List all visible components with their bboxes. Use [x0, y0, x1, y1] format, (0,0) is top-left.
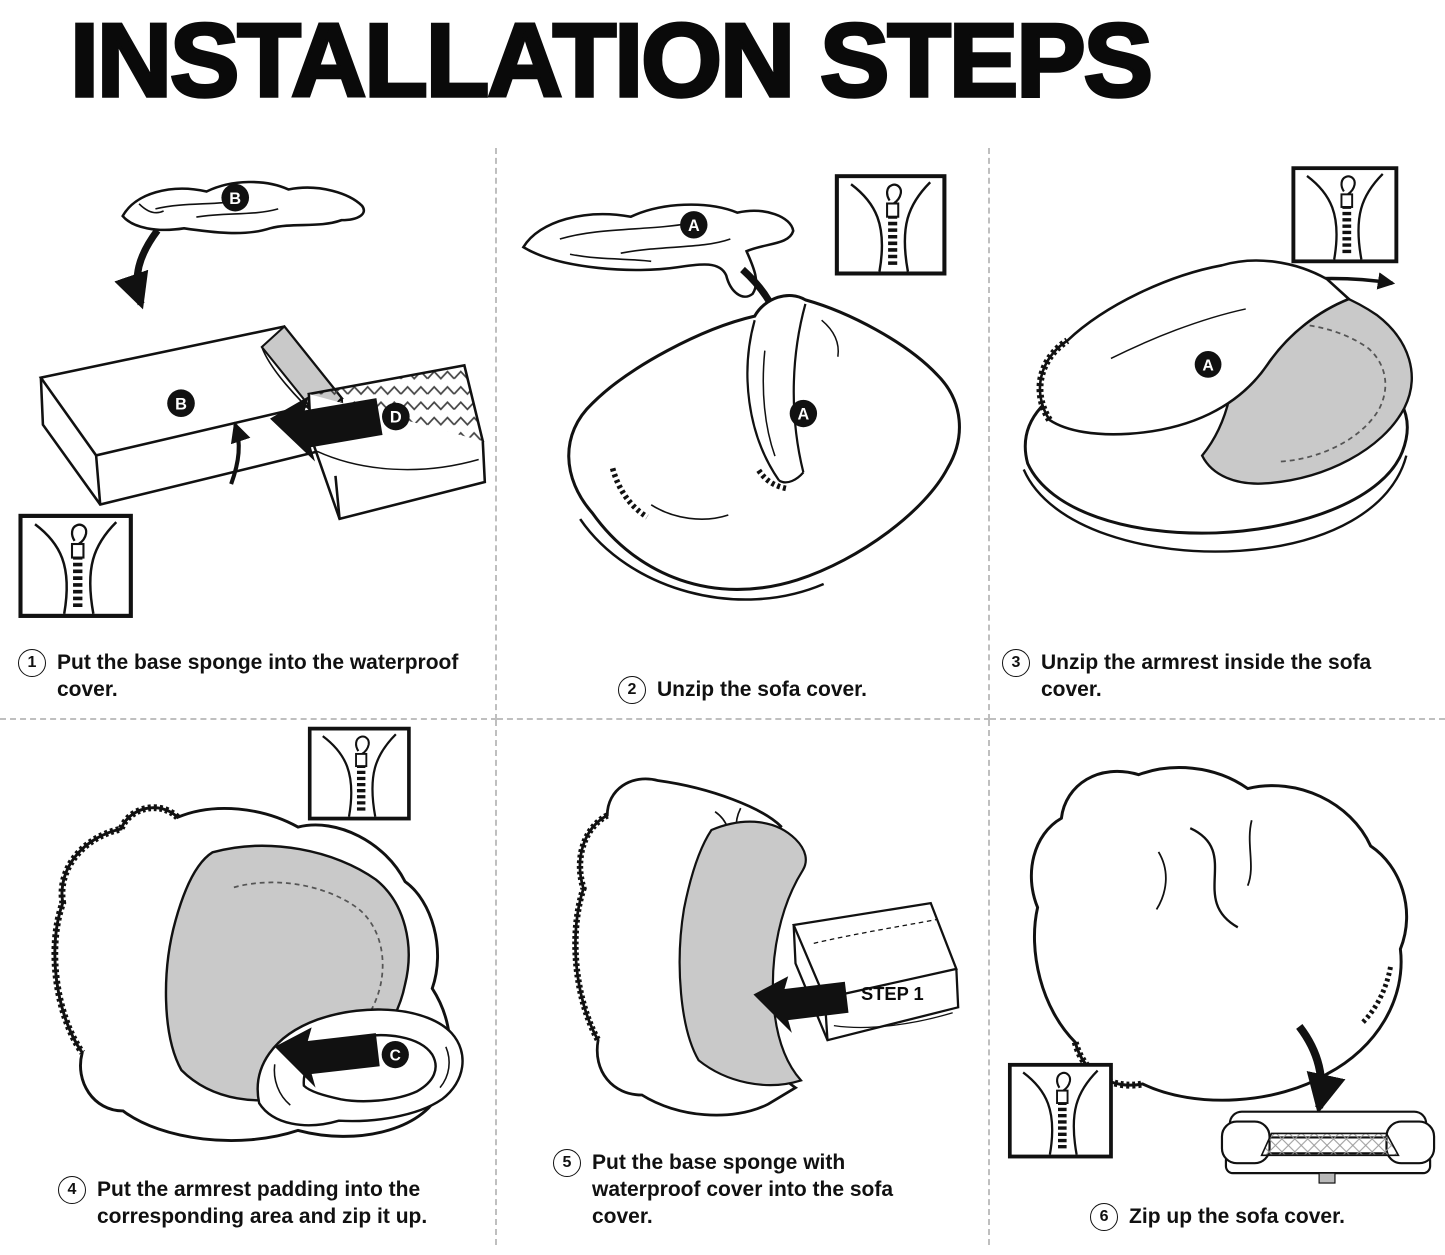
sofa-cover-closed	[1029, 766, 1409, 1102]
svg-text:A: A	[688, 217, 700, 235]
step-2-panel: A A 2	[497, 148, 990, 721]
step-number-badge: 5	[553, 1149, 581, 1178]
step-4-panel: C 4 Put the armrest padding into the cor…	[0, 720, 497, 1246]
zipper-detail-inset	[1293, 168, 1396, 261]
svg-text:C: C	[390, 1047, 401, 1064]
step-3-illustration: A	[1022, 152, 1413, 553]
label-circle-a-fabric: A	[680, 211, 708, 239]
svg-text:STEP 1: STEP 1	[861, 983, 924, 1004]
step-4-caption-row: 4 Put the armrest padding into the corre…	[2, 1171, 493, 1245]
label-circle-b-fabric: B	[221, 183, 250, 212]
zipper-teeth	[1360, 966, 1393, 1025]
step-3-panel: A 3 Unzip the armrest inside the sofa co…	[990, 148, 1445, 721]
step-caption: Unzip the sofa cover.	[656, 678, 868, 702]
step-5-illustration: STEP 1	[572, 777, 960, 1117]
push-arrow-step1: STEP 1	[753, 976, 924, 1033]
insert-arrow-icon	[114, 228, 161, 310]
step-caption: Put the armrest padding into the corresp…	[97, 1178, 428, 1229]
zipper-teeth	[756, 468, 788, 492]
sofa-cover-fabric	[521, 203, 795, 298]
steps-grid: B B	[0, 148, 1445, 1246]
svg-text:A: A	[1202, 357, 1214, 374]
label-circle-a-armrest: A	[1194, 351, 1222, 378]
step-number-badge: 2	[617, 676, 646, 705]
svg-text:A: A	[798, 406, 810, 424]
step-number-badge: 4	[58, 1176, 86, 1205]
cover-flap	[1038, 259, 1352, 436]
step-4-illustration: C	[51, 724, 464, 1143]
zipper-detail-inset	[1010, 1065, 1111, 1157]
zipper-detail-inset	[837, 176, 945, 273]
push-arrow-d: D	[270, 396, 410, 462]
zip-direction-arrow-icon	[229, 421, 251, 485]
sofa-cover	[567, 294, 961, 601]
step-1-panel: B B	[0, 148, 497, 721]
step-5-panel: STEP 1 5 Put the base sponge with waterp…	[497, 720, 990, 1246]
step-caption: Put the base sponge with waterproof cove…	[592, 1151, 894, 1229]
cover-interior	[678, 820, 807, 1087]
step-number-badge: 6	[1090, 1203, 1119, 1232]
step-caption: Unzip the armrest inside the sofa cover.	[1041, 651, 1372, 702]
step-6-caption-row: 6 Zip up the sofa cover.	[992, 1198, 1443, 1245]
zipper-detail-inset	[310, 729, 409, 819]
step-caption: Zip up the sofa cover.	[1129, 1205, 1345, 1229]
finished-sofa-bed	[1220, 1110, 1436, 1184]
zipper-detail-inset	[20, 516, 130, 616]
step-2-illustration: A A	[521, 152, 961, 601]
step-1-caption-row: 1 Put the base sponge into the waterproo…	[2, 644, 493, 718]
step-6-illustration	[992, 766, 1436, 1184]
label-circle-a-cover: A	[789, 399, 818, 428]
zip-up-arrow-icon	[1296, 1024, 1346, 1114]
step-number-badge: 1	[18, 649, 46, 678]
step-number-badge: 3	[1002, 649, 1030, 678]
label-circle-b-cover: B	[167, 389, 195, 418]
svg-text:D: D	[390, 409, 402, 427]
zipper-teeth	[51, 804, 180, 1055]
step-1-illustration: B B	[2, 180, 487, 644]
step-5-caption-row: 5 Put the base sponge with waterproof co…	[499, 1144, 986, 1245]
svg-text:B: B	[175, 395, 187, 413]
page-title: INSTALLATION STEPS	[68, 3, 1155, 119]
svg-text:B: B	[229, 190, 241, 208]
base-sponge-with-cover	[792, 901, 960, 1042]
zipper-teeth	[572, 812, 609, 1042]
step-6-panel: 6 Zip up the sofa cover.	[990, 720, 1445, 1245]
push-arrow-c: C	[274, 1027, 409, 1088]
brand-logo	[1318, 1172, 1336, 1184]
step-2-caption-row: 2 Unzip the sofa cover.	[499, 671, 986, 718]
zipper-teeth	[609, 467, 649, 520]
step-3-caption-row: 3 Unzip the armrest inside the sofa cove…	[992, 644, 1443, 718]
step-caption: Put the base sponge into the waterproof …	[57, 651, 459, 702]
